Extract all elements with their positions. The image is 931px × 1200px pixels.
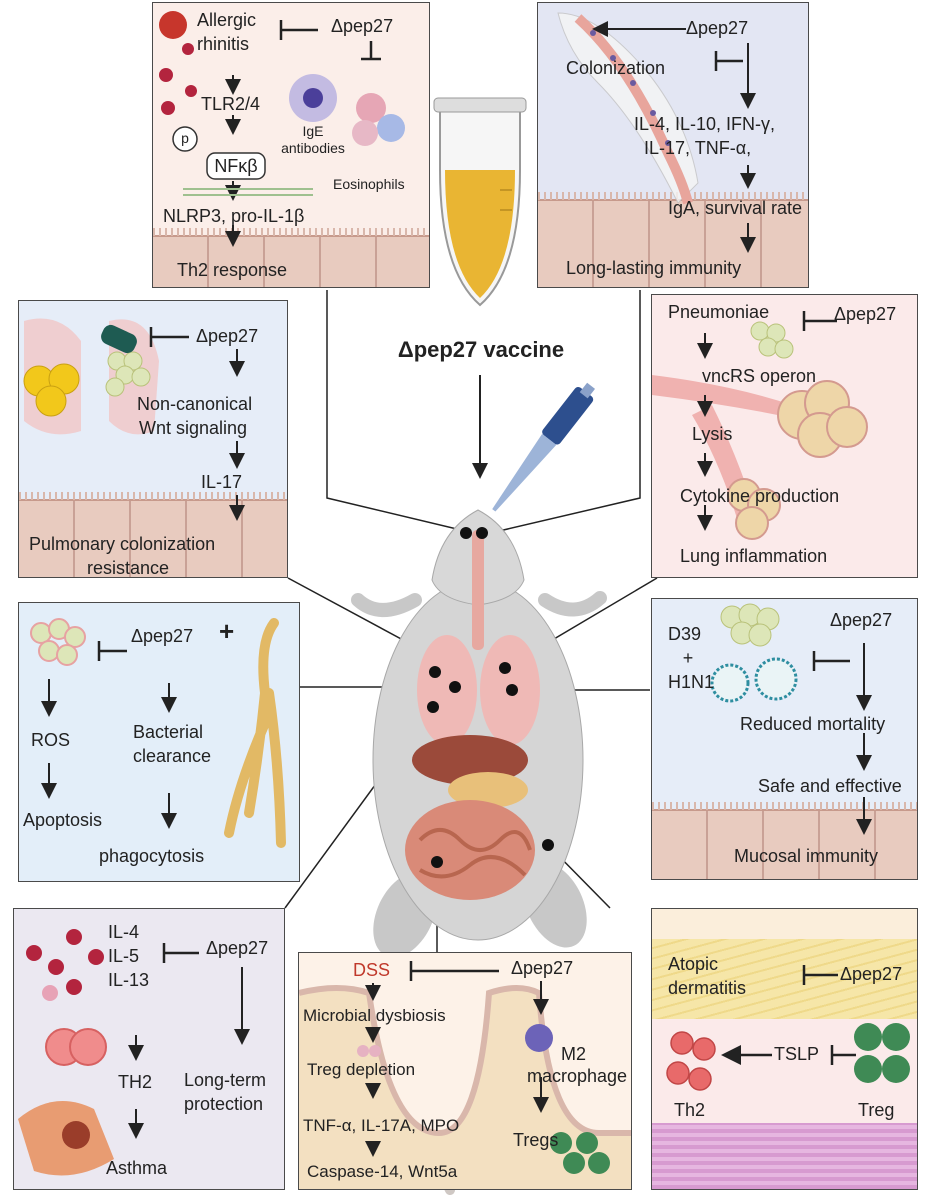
label-lung-inflammation: Lung inflammation [680,546,828,566]
label-dpep27: Δpep27 [834,304,897,324]
label-cytokines-2: IL-17, TNF-α, [644,138,752,158]
label-vncrs: vncRS operon [702,366,817,386]
label-antibodies: antibodies [281,140,345,156]
label-clearance: clearance [133,746,212,766]
label-dpep27: Δpep27 [830,610,893,630]
label-treg-depletion: Treg depletion [307,1060,416,1079]
panel-dss: DSS Δpep27 Microbial dysbiosis Treg depl… [298,952,632,1190]
label-tslp: TSLP [774,1044,820,1064]
label-rhinitis: rhinitis [197,34,250,54]
label-apoptosis: Apoptosis [23,810,103,830]
skin-dermis-layer [652,1123,917,1189]
label-il5: IL-5 [108,946,140,966]
label-d39: D39 [668,624,702,644]
label-caspase: Caspase-14, Wnt5a [307,1162,458,1181]
label-dss: DSS [353,960,391,980]
label-plus: + [682,648,694,668]
label-resistance: resistance [87,558,170,578]
label-tnf-il17a-mpo: TNF-α, IL-17A, MPO [303,1116,460,1135]
label-cytokines-1: IL-4, IL-10, IFN-γ, [634,114,776,134]
label-phagocytosis: phagocytosis [99,846,205,866]
label-pulmonary: Pulmonary colonization [29,534,216,554]
label-iga: IgA, survival rate [668,198,803,218]
label-th2: Th2 [674,1100,706,1120]
label-cytokine-production: Cytokine production [680,486,840,506]
dss-graphics [299,961,631,1189]
label-eosinophils: Eosinophils [333,176,405,192]
label-asthma: Asthma [106,1158,168,1178]
label-h1n1: H1N1 [668,672,715,692]
label-il13: IL-13 [108,970,150,990]
panel-asthma: IL-4 IL-5 IL-13 Δpep27 TH2 Long-term pro… [13,908,285,1190]
label-allergic: Allergic [197,10,257,30]
label-nlrp3: NLRP3, pro-IL-1β [163,206,305,226]
label-safe-effective: Safe and effective [758,776,902,796]
label-dpep27: Δpep27 [131,626,194,646]
label-pneumoniae: Pneumoniae [668,302,770,322]
allergic-graphics [159,11,405,247]
label-il4: IL-4 [108,922,140,942]
label-non-canonical: Non-canonical [137,394,253,414]
skin-top-layer [652,909,917,939]
label-p: p [181,130,189,146]
panel-pneumoniae: Pneumoniae Δpep27 vncRS operon Lysis Cyt… [651,294,918,578]
label-colonization: Colonization [566,58,666,78]
label-tlr: TLR2/4 [201,94,261,114]
label-m2: M2 [561,1044,587,1064]
label-long-term: Long-term [184,1070,267,1090]
panel-atopic-dermatitis: Atopic dermatitis Δpep27 TSLP Th2 Treg [651,908,918,1190]
label-protection: protection [184,1094,264,1114]
label-th2: TH2 [118,1072,153,1092]
label-dpep27: Δpep27 [686,18,749,38]
h1n1-graphics [710,603,872,835]
label-long-lasting: Long-lasting immunity [566,258,742,278]
label-atopic: Atopic [668,954,719,974]
asthma-graphics [18,929,250,1176]
skin-stratum-layer [652,939,917,1019]
label-bacterial: Bacterial [133,722,204,742]
atopic-graphics [666,965,910,1091]
label-microbial-dysbiosis: Microbial dysbiosis [303,1006,446,1025]
label-lysis: Lysis [692,424,733,444]
wnt-graphics [23,318,245,521]
ginseng-graphics [30,618,286,848]
colonization-graphics [557,12,756,253]
panel-wnt-signaling: Δpep27 Non-canonical Wnt signaling IL-17… [18,300,288,578]
label-macrophage: macrophage [527,1066,628,1086]
label-reduced-mortality: Reduced mortality [740,714,886,734]
label-dpep27: Δpep27 [196,326,259,346]
label-nfkb: NFκβ [214,156,258,176]
panel-allergic-rhinitis: Allergic rhinitis Δpep27 TLR2/4 p NFκβ I… [152,2,430,288]
label-il17: IL-17 [201,472,243,492]
label-dpep27: Δpep27 [206,938,269,958]
vaccine-title: Δpep27 vaccine [397,337,565,362]
label-mucosal-immunity: Mucosal immunity [734,846,879,866]
pneumoniae-graphics [652,311,868,540]
label-th2-response: Th2 response [177,260,288,280]
label-tregs: Tregs [513,1130,559,1150]
label-dermatitis: dermatitis [668,978,747,998]
label-dpep27: Δpep27 [331,16,394,36]
label-plus: + [219,616,235,646]
panel-colonization: Δpep27 Colonization IL-4, IL-10, IFN-γ, … [537,2,809,288]
label-dpep27: Δpep27 [840,964,903,984]
label-ros: ROS [31,730,71,750]
panel-ginseng: Δpep27 + ROS Bacterial clearance Apoptos… [18,602,300,882]
label-ige: IgE [302,123,324,139]
label-wnt-signaling: Wnt signaling [139,418,248,438]
label-dpep27: Δpep27 [511,958,574,978]
panel-h1n1: D39 + H1N1 Δpep27 Reduced mortality Safe… [651,598,918,880]
label-treg: Treg [858,1100,895,1120]
